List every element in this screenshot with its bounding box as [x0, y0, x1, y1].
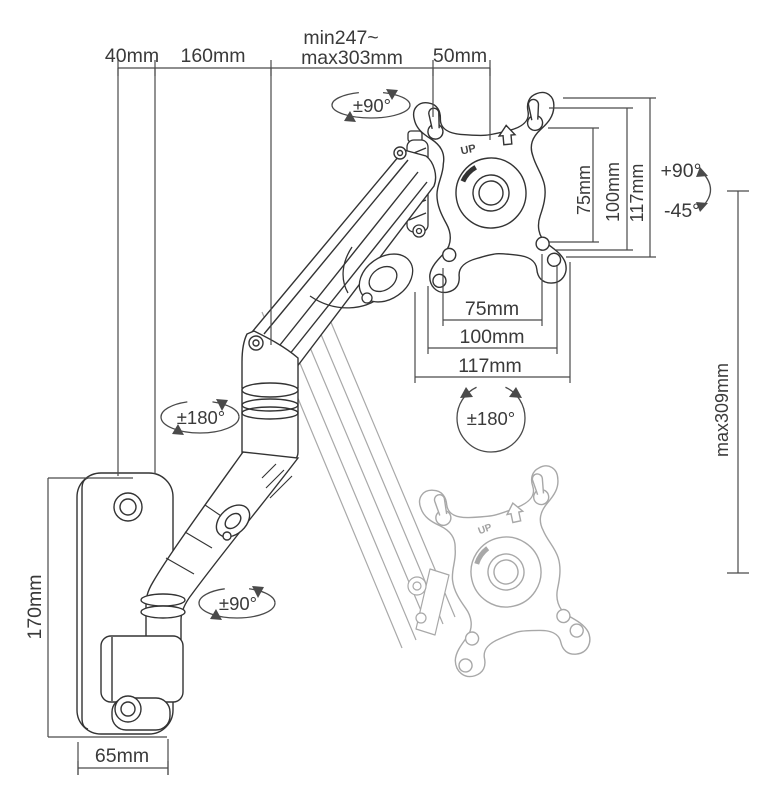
tilt-up-label: +90°	[661, 160, 702, 182]
rotate-plate-label: ±180°	[467, 408, 515, 429]
tilt-down-label: -45°	[664, 200, 700, 222]
vesa-plate	[413, 92, 570, 294]
vesa-up-label: UP	[460, 143, 477, 158]
dim-max309-label: max309mm	[712, 363, 732, 457]
dim-170mm-label: 170mm	[24, 574, 46, 639]
swivel-bottom-arrow	[198, 587, 276, 619]
rotate-arm-label: ±180°	[177, 407, 225, 428]
ghost-vesa-plate	[417, 464, 594, 680]
dim-40mm-label: 40mm	[105, 45, 159, 67]
ghost-clamp	[407, 568, 450, 636]
dimension-lines	[47, 60, 749, 775]
dim-160mm-label: 160mm	[180, 45, 245, 67]
dim-vesa-v117-label: 117mm	[627, 164, 647, 223]
ghost-up-label: UP	[477, 522, 494, 537]
dim-vesa-h100-label: 100mm	[459, 326, 524, 348]
rotate-plate-arrow	[456, 383, 526, 453]
arm-pivot	[215, 504, 251, 538]
gas-spring-arm	[246, 146, 437, 369]
rotate-arm-arrow	[160, 400, 240, 434]
dim-50mm-label: 50mm	[433, 45, 487, 67]
dim-65mm-label: 65mm	[95, 745, 149, 767]
base-joint	[100, 593, 186, 731]
rotation-arrows	[160, 89, 712, 620]
dim-vesa-v75-label: 75mm	[574, 165, 594, 215]
swivel-top-arrow	[331, 91, 411, 119]
lower-arm	[145, 451, 300, 655]
wall-screw-hole-top	[113, 492, 143, 522]
wall-screw-hole-bottom	[114, 695, 142, 723]
dim-max303-label: max303mm	[301, 47, 403, 69]
tilt-range-arrow	[701, 171, 712, 208]
tilt-hinge	[309, 246, 414, 309]
dim-vesa-h75-label: 75mm	[465, 298, 519, 320]
dim-min247-label: min247~	[303, 27, 378, 49]
elbow-joint	[241, 330, 299, 463]
wall-clamp	[100, 635, 184, 703]
swivel-bottom-label: ±90°	[219, 593, 257, 614]
swivel-top-label: ±90°	[353, 95, 391, 116]
dim-vesa-h117-label: 117mm	[458, 355, 522, 377]
dim-vesa-v100-label: 100mm	[603, 162, 623, 222]
